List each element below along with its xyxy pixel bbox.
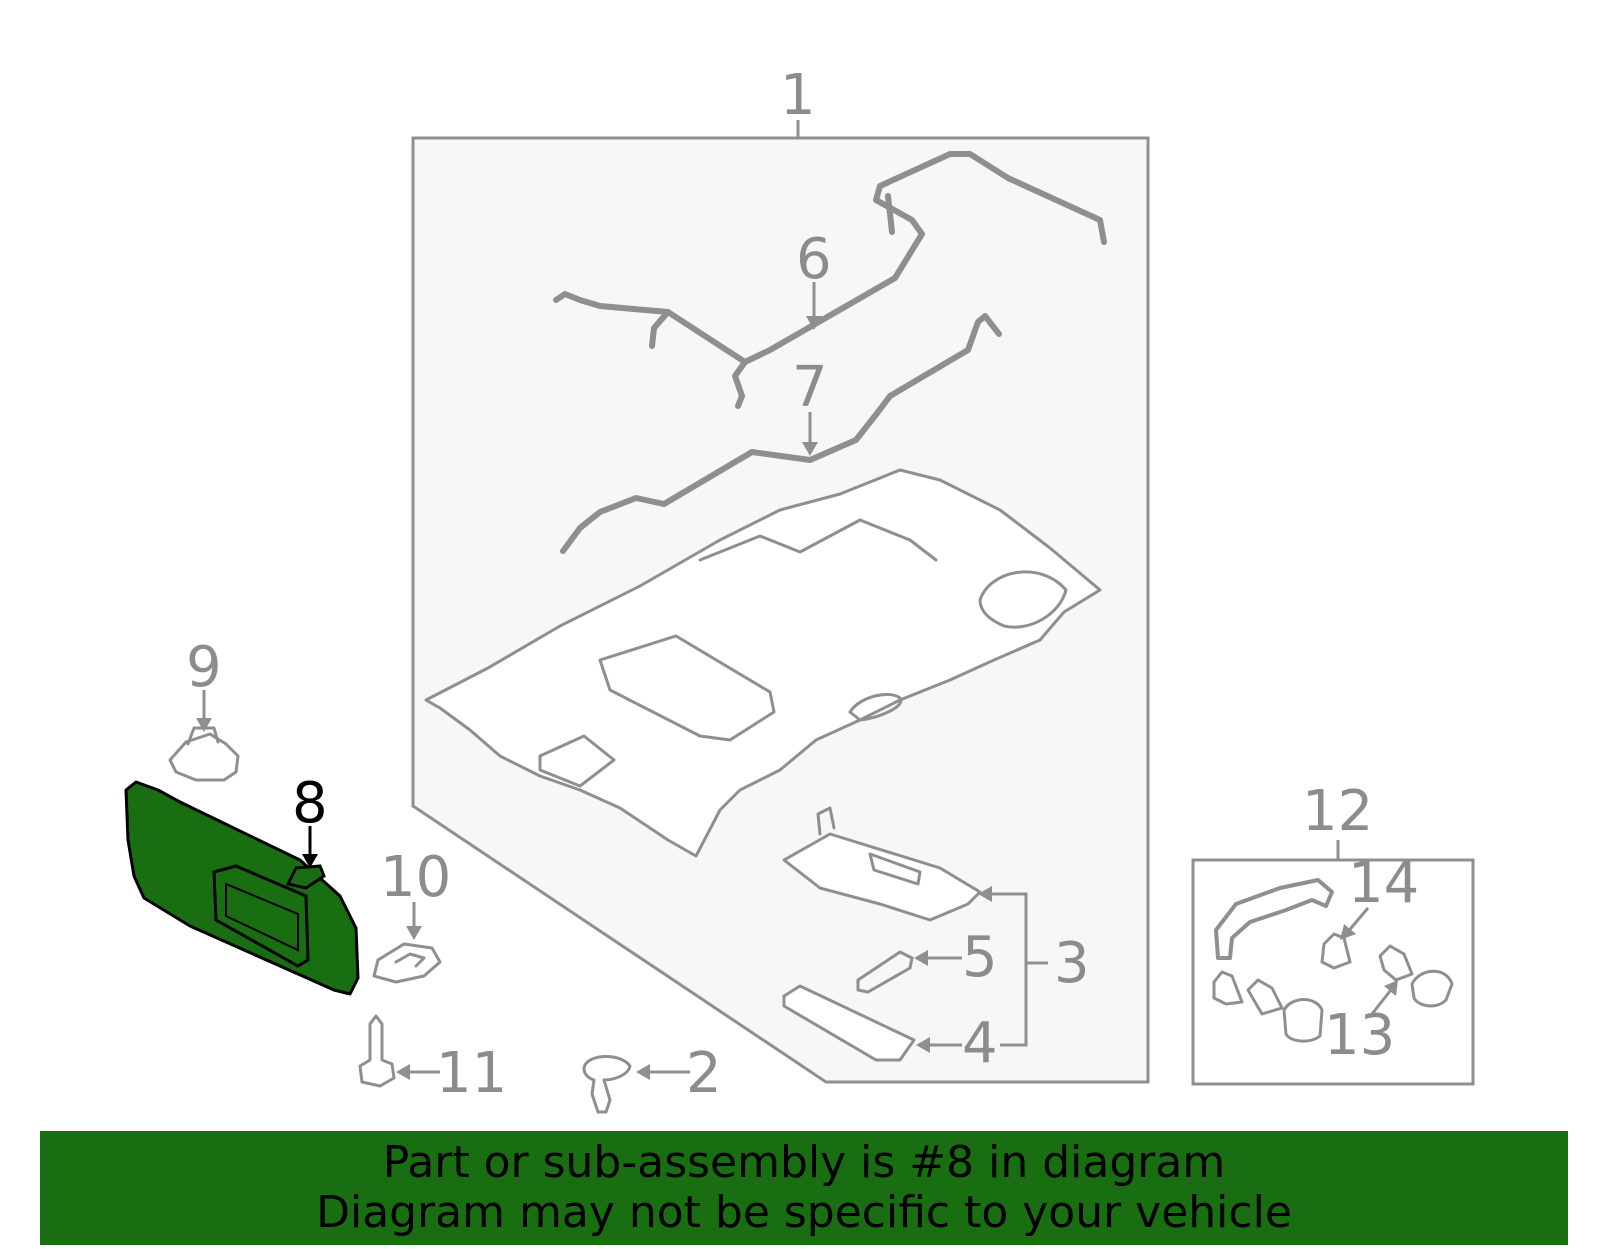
callout-3: 3	[1054, 931, 1090, 996]
wire-harness-6-branch-3	[885, 193, 895, 235]
callout-5: 5	[962, 925, 998, 990]
headliner-rear-dome	[978, 570, 1068, 629]
wire-harness-7	[560, 313, 1002, 554]
sun-visor-8[interactable]	[124, 780, 360, 996]
callout-9: 9	[186, 635, 222, 700]
overhead-console	[782, 832, 982, 922]
leader-arrow-5	[914, 950, 928, 966]
overhead-console-bracket	[816, 806, 836, 836]
callout-2: 2	[686, 1041, 722, 1106]
clip-2	[582, 1054, 632, 1114]
leader-arrow-9	[196, 718, 212, 732]
grab-handle	[1214, 878, 1334, 960]
headliner-parts-diagram: 1 2 3 4 5 6 7 8 9 10 11 12 13 14	[124, 63, 1475, 1114]
overhead-console-switch	[868, 852, 922, 886]
part-info-banner: Part or sub-assembly is #8 in diagram Di…	[40, 1131, 1568, 1245]
bulb-5	[856, 950, 914, 994]
callout-12: 12	[1302, 779, 1373, 844]
sunvisor-clip-9	[168, 732, 240, 782]
leader-arrow-8	[302, 854, 318, 868]
callout-6: 6	[796, 227, 832, 292]
leader-bracket-3	[984, 892, 1048, 1047]
holder-10	[372, 942, 442, 984]
handle-bracket-left	[1282, 998, 1324, 1043]
lens-4	[782, 984, 916, 1062]
headliner-handle-recess	[848, 693, 903, 722]
leader-arrow-11	[396, 1064, 410, 1080]
callout-14: 14	[1348, 851, 1419, 916]
callout-13: 13	[1324, 1003, 1395, 1068]
callout-1: 1	[780, 63, 816, 128]
banner-line-part: Part or sub-assembly is #8 in diagram	[382, 1137, 1226, 1188]
leader-arrow-10	[406, 926, 422, 940]
handle-cap-14	[1320, 932, 1352, 970]
headliner-edge-detail	[698, 518, 938, 562]
headliner-console-opening	[538, 734, 616, 788]
leader-arrow-7	[802, 442, 818, 456]
wire-harness-6-branch-2	[649, 309, 671, 349]
sun-visor-mirror	[212, 864, 310, 968]
callout-10: 10	[380, 845, 451, 910]
leader-arrow-14	[1340, 924, 1356, 940]
holder-10-detail	[394, 952, 426, 968]
callout-4: 4	[962, 1011, 998, 1076]
handle-clip-left-2	[1246, 978, 1284, 1016]
leader-arrow-4	[916, 1037, 930, 1053]
callout-7: 7	[792, 355, 828, 420]
banner-line-disclaimer: Diagram may not be specific to your vehi…	[316, 1187, 1292, 1238]
headliner-panel	[424, 468, 1102, 858]
handle-cap-13	[1378, 944, 1414, 982]
handle-bracket-right	[1410, 969, 1454, 1008]
leader-arrow-2	[636, 1064, 650, 1080]
leader-arrow-13	[1384, 980, 1398, 996]
handle-clip-left-1	[1212, 970, 1244, 1006]
leader-arrow-6	[806, 316, 822, 330]
headliner-sunroof-opening	[598, 634, 776, 742]
sun-visor-mirror-inner	[225, 882, 299, 952]
leader-arrow-3	[978, 886, 992, 902]
wire-harness-6-branch	[732, 359, 748, 409]
wire-harness-6	[553, 151, 1107, 365]
sun-visor-hinge	[285, 864, 326, 890]
callout-11: 11	[436, 1041, 507, 1106]
screw-11	[358, 1014, 396, 1088]
callout-8: 8	[292, 771, 328, 836]
